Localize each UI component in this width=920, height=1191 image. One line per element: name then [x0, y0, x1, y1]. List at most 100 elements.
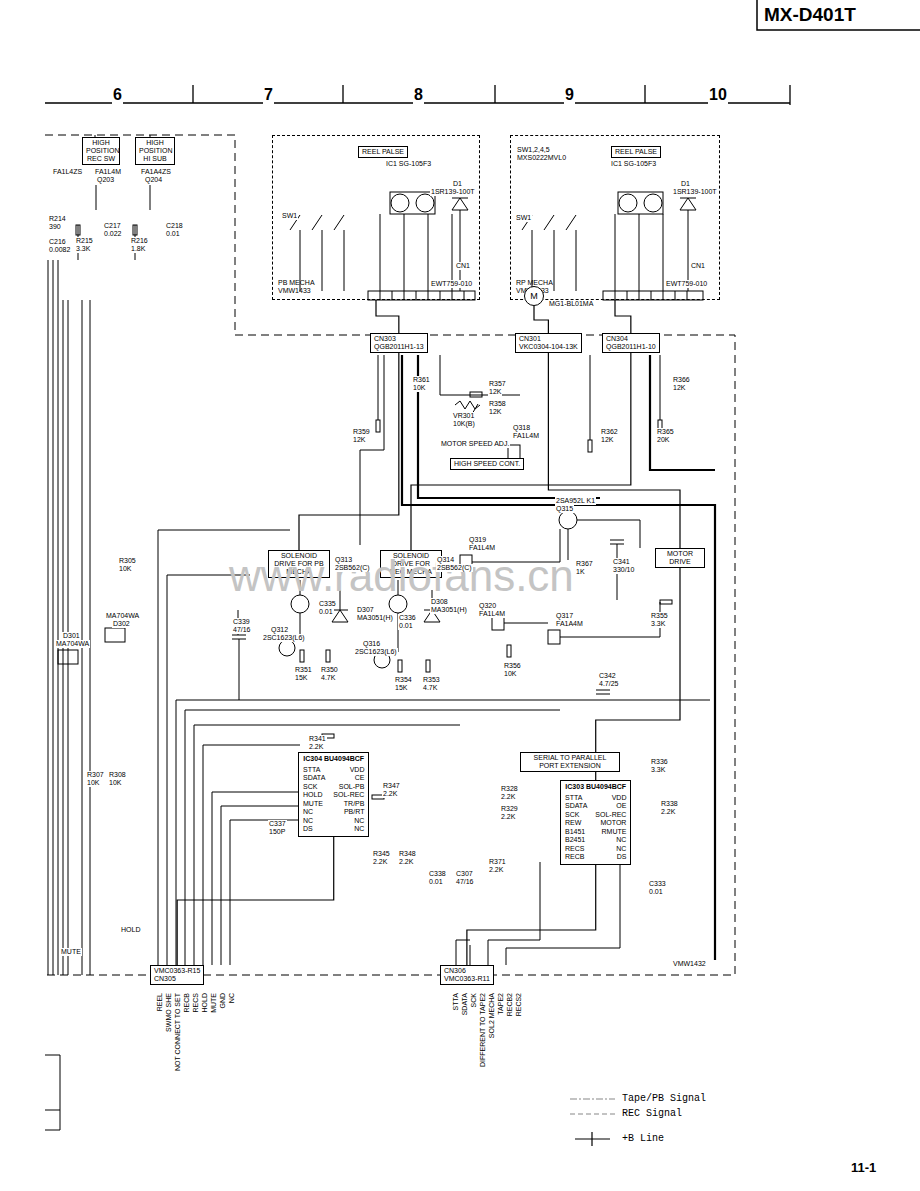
node-text: B1451	[565, 828, 587, 837]
part-label: C307	[455, 870, 474, 878]
grid-number: 8	[413, 86, 424, 104]
part-label: 0.01	[165, 230, 181, 238]
node-text: SOL-REC	[333, 791, 364, 800]
part-label: Q314	[436, 556, 455, 564]
part-label: 2.2K	[500, 793, 516, 801]
part-label: 2.2K	[398, 858, 414, 866]
part-label: C342	[598, 672, 617, 680]
node-text: CN306	[444, 967, 490, 975]
part-label: C218	[165, 222, 184, 230]
node-text: STTA	[303, 766, 325, 775]
part-label: R354	[394, 676, 413, 684]
part-label: 12K	[488, 408, 502, 416]
node-text: SERIAL TO PARALLEL PORT EXTENSION	[524, 754, 616, 770]
part-label: MOTOR SPEED ADJ.	[440, 440, 510, 448]
part-label: MA704WA	[105, 612, 140, 620]
wire-connector	[615, 300, 631, 333]
node-text: PB/RT	[333, 808, 364, 817]
part-label: R359	[352, 428, 371, 436]
part-label: R328	[500, 785, 519, 793]
part-label: Q318	[512, 424, 531, 432]
part-label: 2.2K	[372, 858, 388, 866]
part-label: EWT759-010	[665, 280, 708, 288]
ic-chip: IC303 BU4094BCFSTTAVDDSDATAOESCKSOL-RECR…	[560, 780, 631, 865]
part-label: Q204	[144, 176, 163, 184]
part-label: MA3051(H)	[430, 606, 468, 614]
wire-connector	[534, 306, 548, 333]
mechanism-board: PB MECHAVMW1433REEL PALSE	[272, 135, 480, 300]
node-text: TR/PB	[333, 800, 364, 809]
node-text: NC	[333, 825, 364, 834]
function-box: MOTOR DRIVE	[655, 548, 705, 568]
part-label: Q317	[555, 612, 574, 620]
node-text: IC303 BU4094BCF	[565, 783, 626, 792]
node-text: IC304 BU4094BCF	[303, 755, 364, 764]
node-text: SCK	[565, 811, 587, 820]
node-text: REEL PALSE	[362, 148, 404, 156]
node-text: VMC0363-R11	[444, 975, 490, 983]
part-label: 12K	[600, 436, 614, 444]
part-label: Q203	[96, 176, 115, 184]
node-text: OE	[595, 802, 626, 811]
wire-connector	[177, 837, 334, 966]
part-label: Q320	[478, 602, 497, 610]
part-label: 1SR139-100T	[672, 188, 718, 196]
part-label: 4.7K	[422, 684, 438, 692]
part-label: R367	[575, 560, 594, 568]
part-label: C216	[48, 238, 67, 246]
part-label: D308	[430, 598, 449, 606]
node-text: VMW1433	[278, 287, 311, 295]
part-label: D301	[62, 632, 81, 640]
connector-block: CN304QGB2011H1-10	[602, 333, 660, 353]
pin-name: RECS	[192, 992, 200, 1013]
part-label: C335	[318, 600, 337, 608]
part-label: R329	[500, 805, 519, 813]
pin-name: RECB2	[506, 992, 514, 1017]
part-label: 3.3K	[75, 245, 91, 253]
part-label: C337	[268, 820, 287, 828]
part-label: 2.2K	[308, 743, 324, 751]
node-text: MOTOR DRIVE	[659, 550, 701, 566]
function-box: SERIAL TO PARALLEL PORT EXTENSION	[520, 752, 620, 772]
part-label: SW1	[281, 212, 298, 220]
node-text: B2451	[565, 836, 587, 845]
wire-connector	[467, 865, 596, 966]
part-label: R215	[75, 237, 94, 245]
part-label: FA1A4ZS	[140, 168, 172, 176]
part-label: 20K	[656, 436, 670, 444]
node-text: RECB	[565, 853, 587, 862]
node-text: SOL-REC	[595, 811, 626, 820]
node-text: NC	[303, 817, 325, 826]
part-label: CN1	[690, 262, 706, 270]
part-label: 10K	[118, 565, 132, 573]
part-label: 2.2K	[500, 813, 516, 821]
pin-name: STTA	[452, 992, 460, 1011]
pin-name: SDATA	[461, 992, 469, 1016]
part-label: R358	[488, 400, 507, 408]
node-text: REW	[565, 819, 587, 828]
part-label: 3.3K	[650, 766, 666, 774]
pin-name: SCK	[470, 992, 478, 1008]
part-label: 2SC1623(L6)	[262, 634, 306, 642]
node-text: SDATA	[303, 774, 325, 783]
part-label: 12K	[488, 388, 502, 396]
part-label: R366	[672, 376, 691, 384]
part-label: 10K	[412, 384, 426, 392]
part-label: 4.7/25	[598, 680, 619, 688]
pin-name: RECS2	[515, 992, 523, 1017]
part-label: R356	[503, 662, 522, 670]
part-label: Q315	[555, 505, 574, 513]
motor-symbol: M	[524, 286, 544, 306]
node-text: M	[530, 292, 538, 300]
connector-block: CN306VMC0363-R11	[440, 965, 494, 985]
part-label: C338	[428, 870, 447, 878]
part-label: R350	[320, 666, 339, 674]
part-label: HOLD	[120, 926, 141, 934]
node-text: HIGH POSITION REC SW	[86, 139, 116, 163]
part-label: SW1,2,4,5	[516, 146, 551, 154]
pin-name: HOLD	[201, 992, 209, 1013]
node-text: NC	[595, 836, 626, 845]
part-label: 330/10	[612, 566, 635, 574]
part-label: 390	[48, 223, 62, 231]
